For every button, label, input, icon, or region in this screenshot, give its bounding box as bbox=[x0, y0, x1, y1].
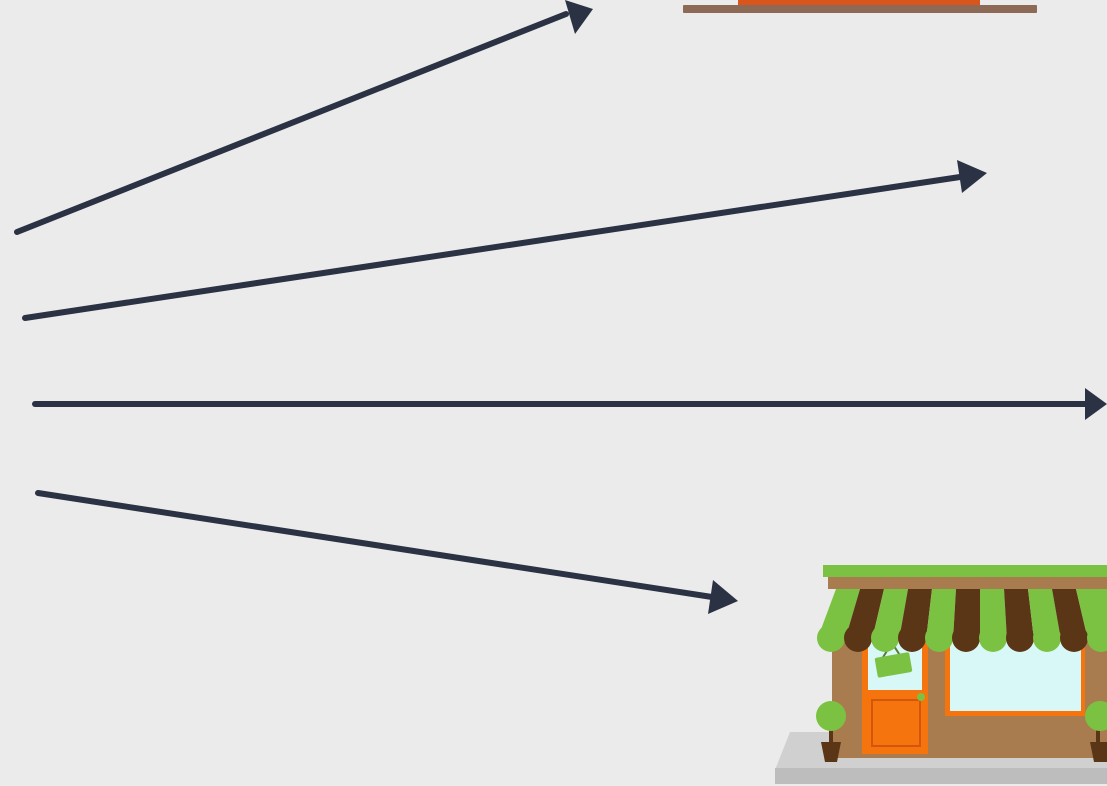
door-knob bbox=[917, 693, 925, 701]
top-building-ledge bbox=[683, 5, 1037, 13]
awning-top bbox=[823, 565, 1107, 577]
pavement-front bbox=[775, 768, 1107, 784]
awning-board bbox=[828, 577, 1107, 589]
